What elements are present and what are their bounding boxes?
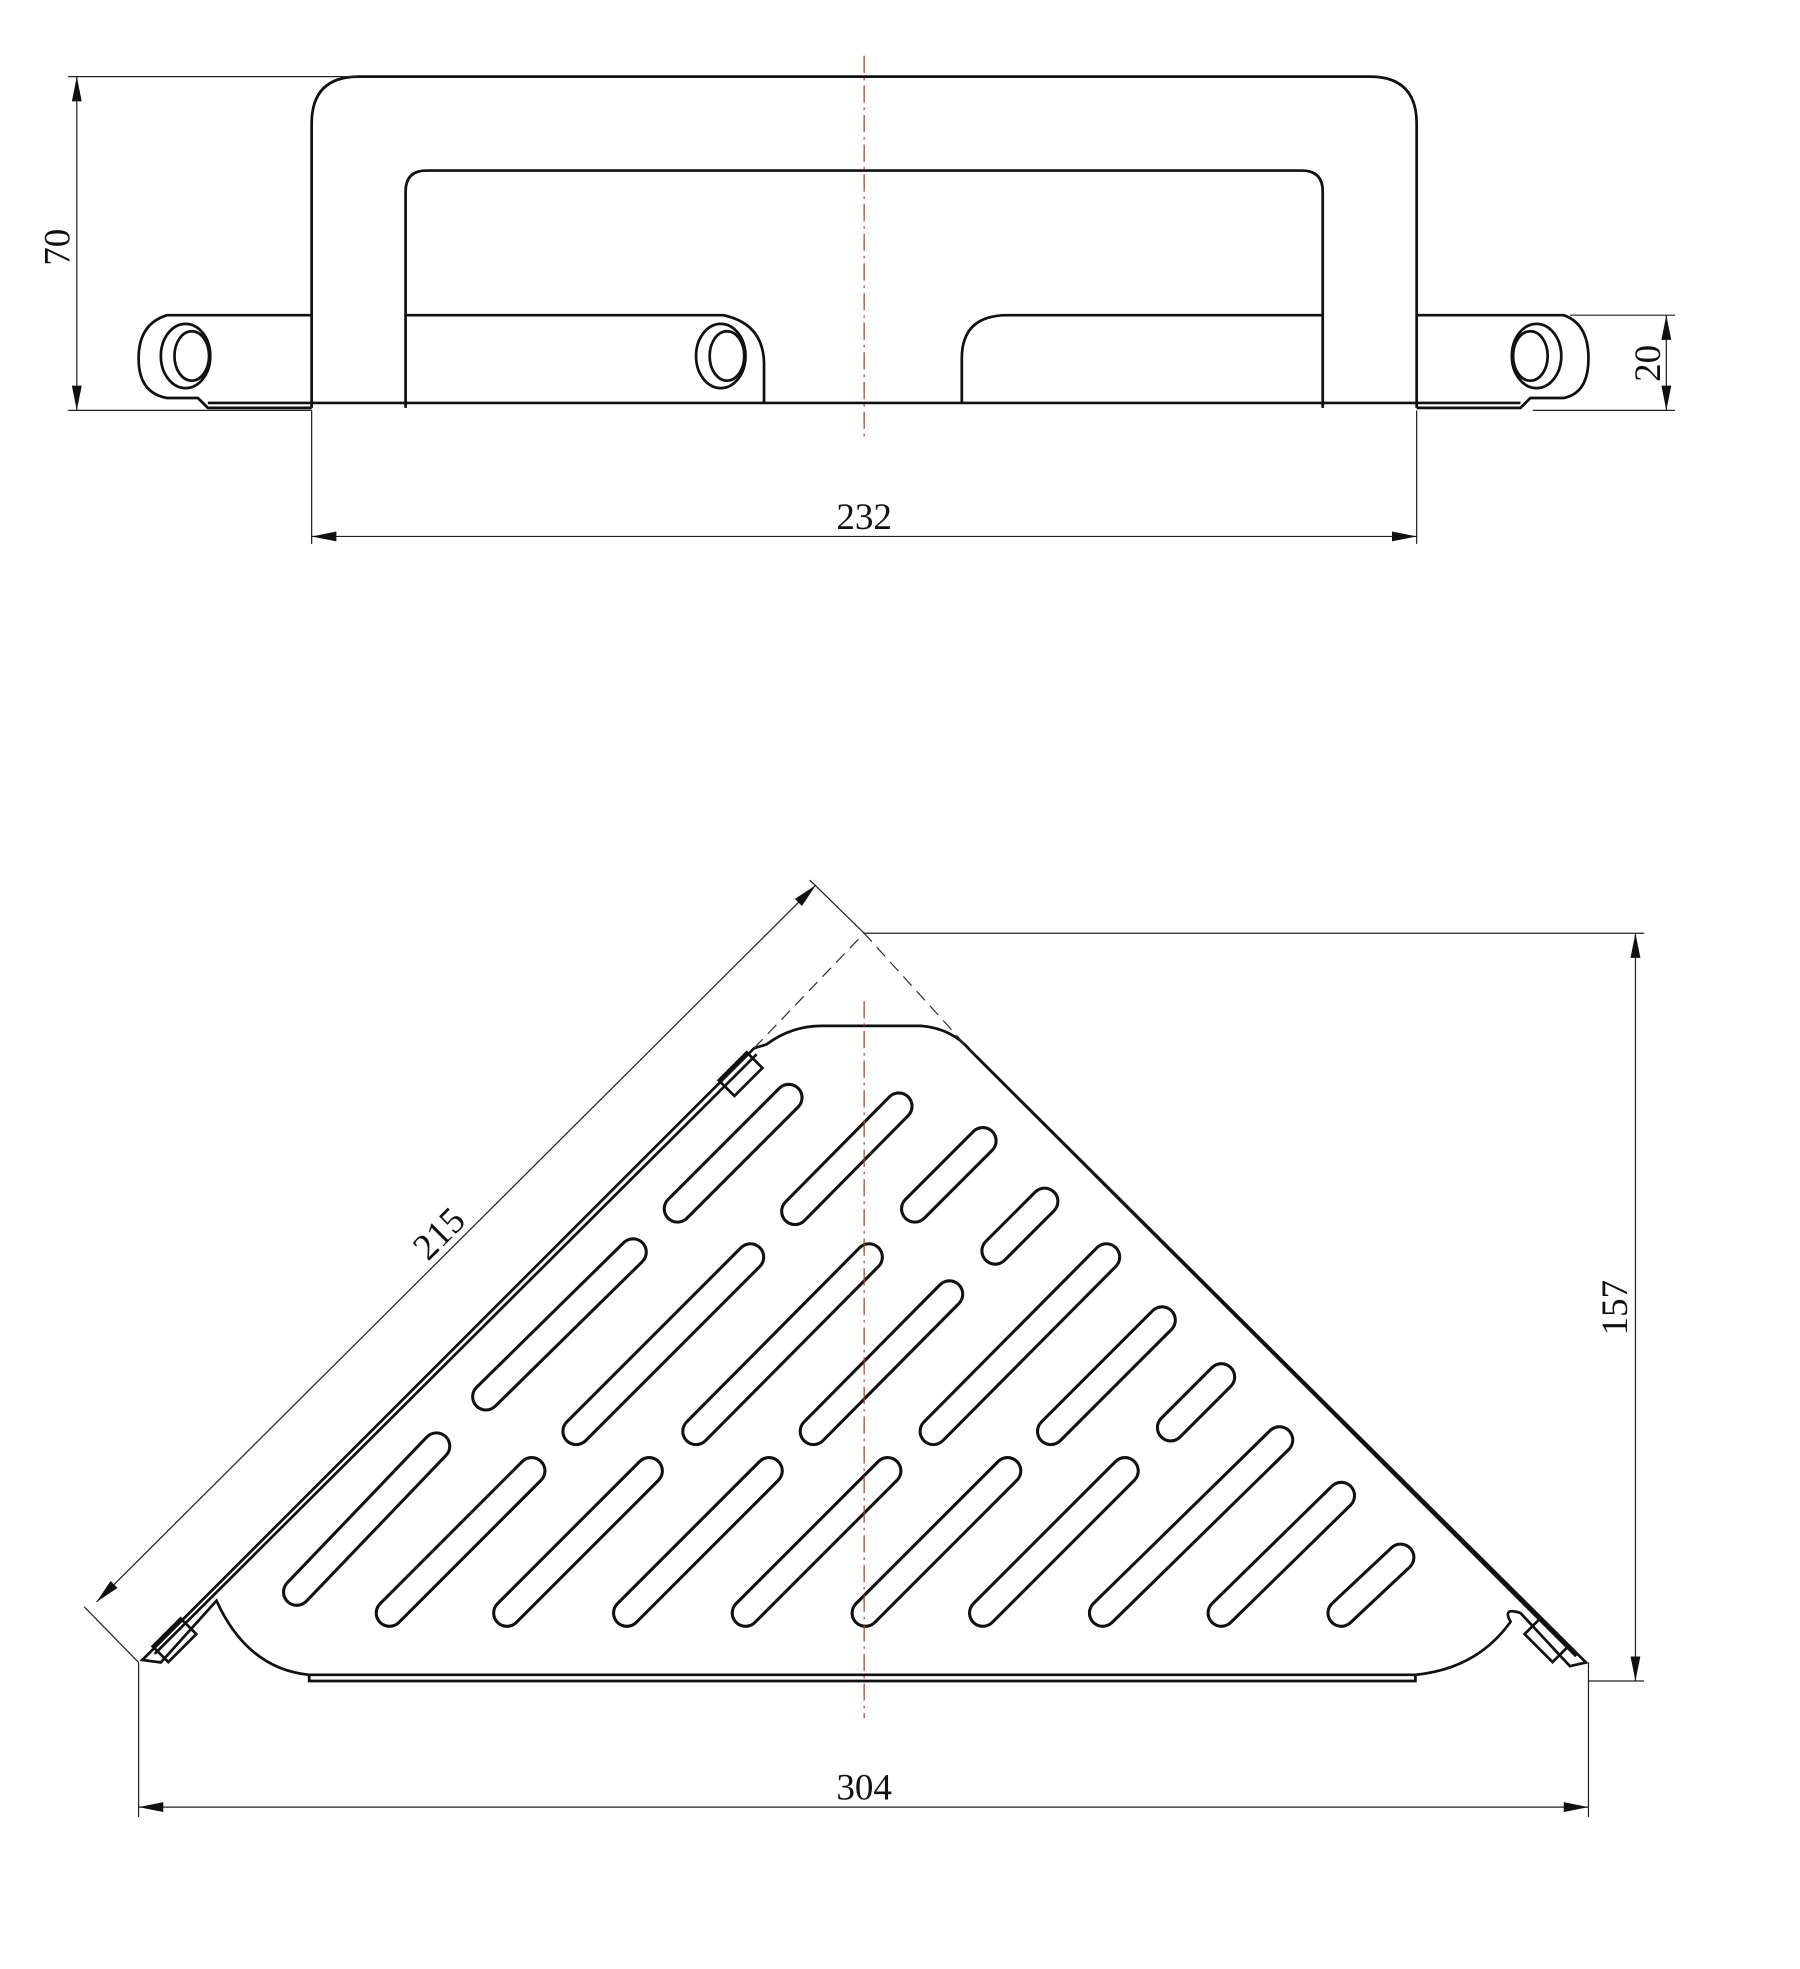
basket-inner-outline	[404, 169, 1325, 408]
dimension-label-width: 232	[836, 497, 892, 538]
dimension-label-width: 304	[836, 1768, 892, 1809]
basket-outer-outline	[310, 75, 1419, 408]
front-view: 70 20 232	[37, 55, 1675, 544]
center-flange-right	[960, 313, 1323, 403]
drain-slots	[281, 1082, 1416, 1628]
drain-slot	[918, 1242, 1122, 1447]
dimension-flange: 20	[1532, 314, 1675, 411]
drain-slot	[967, 1456, 1140, 1628]
screw-head-icon	[1510, 322, 1563, 390]
dimension-width: 304	[137, 1662, 1590, 1817]
drain-slot	[798, 1279, 965, 1447]
dimension-width: 232	[311, 410, 1418, 544]
screw-head-icon	[159, 322, 212, 390]
screw-head-icon	[694, 322, 747, 390]
plan-view: 215 157 304	[83, 879, 1645, 1817]
right-flange	[1416, 313, 1590, 410]
drain-slot	[1326, 1542, 1416, 1628]
dimension-label-depth: 157	[1595, 1280, 1636, 1336]
shelf-outline	[139, 1024, 1589, 1683]
dimension-height: 70	[37, 76, 359, 411]
left-flange	[137, 313, 312, 410]
drain-slot	[662, 1082, 804, 1224]
dimension-depth: 157	[864, 932, 1645, 1682]
drain-slot	[1206, 1480, 1357, 1628]
drain-slot	[850, 1456, 1023, 1628]
drain-slot	[1155, 1362, 1237, 1443]
drain-slot	[780, 1091, 914, 1227]
shelf-inner-edge	[975, 1055, 1578, 1658]
drain-slot	[471, 1237, 648, 1412]
center-flange-left	[405, 313, 766, 403]
dimension-label-height: 70	[37, 229, 78, 266]
drain-slot	[980, 1186, 1060, 1266]
drain-slot	[900, 1126, 998, 1224]
dimension-label-side: 215	[405, 1200, 473, 1268]
drain-slot	[1087, 1425, 1295, 1628]
dimension-label-flange: 20	[1628, 345, 1669, 382]
drain-slot	[1035, 1305, 1177, 1447]
